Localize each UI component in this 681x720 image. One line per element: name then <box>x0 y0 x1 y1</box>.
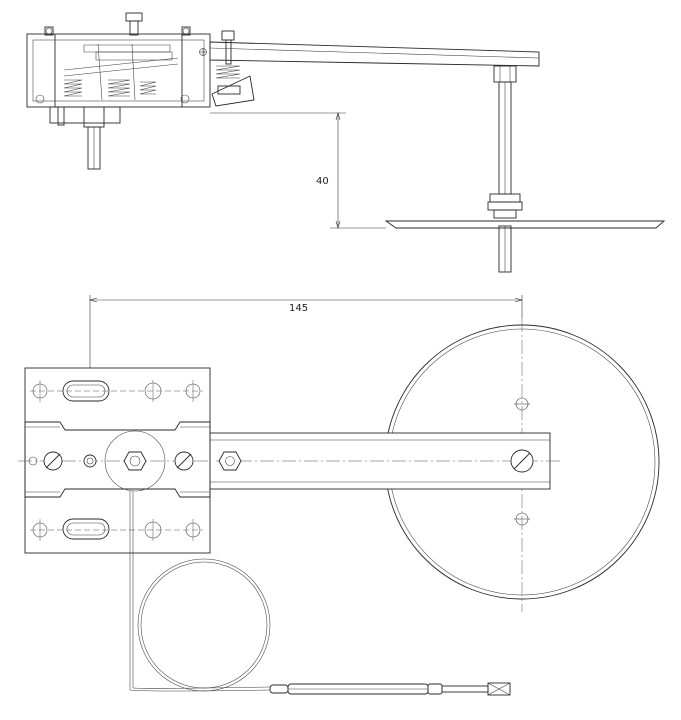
capillary-sensor <box>129 491 511 696</box>
length-dimension-label: 145 <box>289 303 308 314</box>
side-lever-arm <box>209 30 540 107</box>
side-float-disk <box>384 220 666 229</box>
side-view: 40 <box>26 12 666 273</box>
side-housing <box>26 12 211 170</box>
plan-housing <box>18 367 242 554</box>
plan-arm <box>207 432 560 490</box>
plan-view: 145 <box>18 295 660 696</box>
height-dimension: 40 <box>210 111 386 230</box>
height-dimension-label: 40 <box>316 176 329 187</box>
side-vertical-rod <box>487 65 523 273</box>
